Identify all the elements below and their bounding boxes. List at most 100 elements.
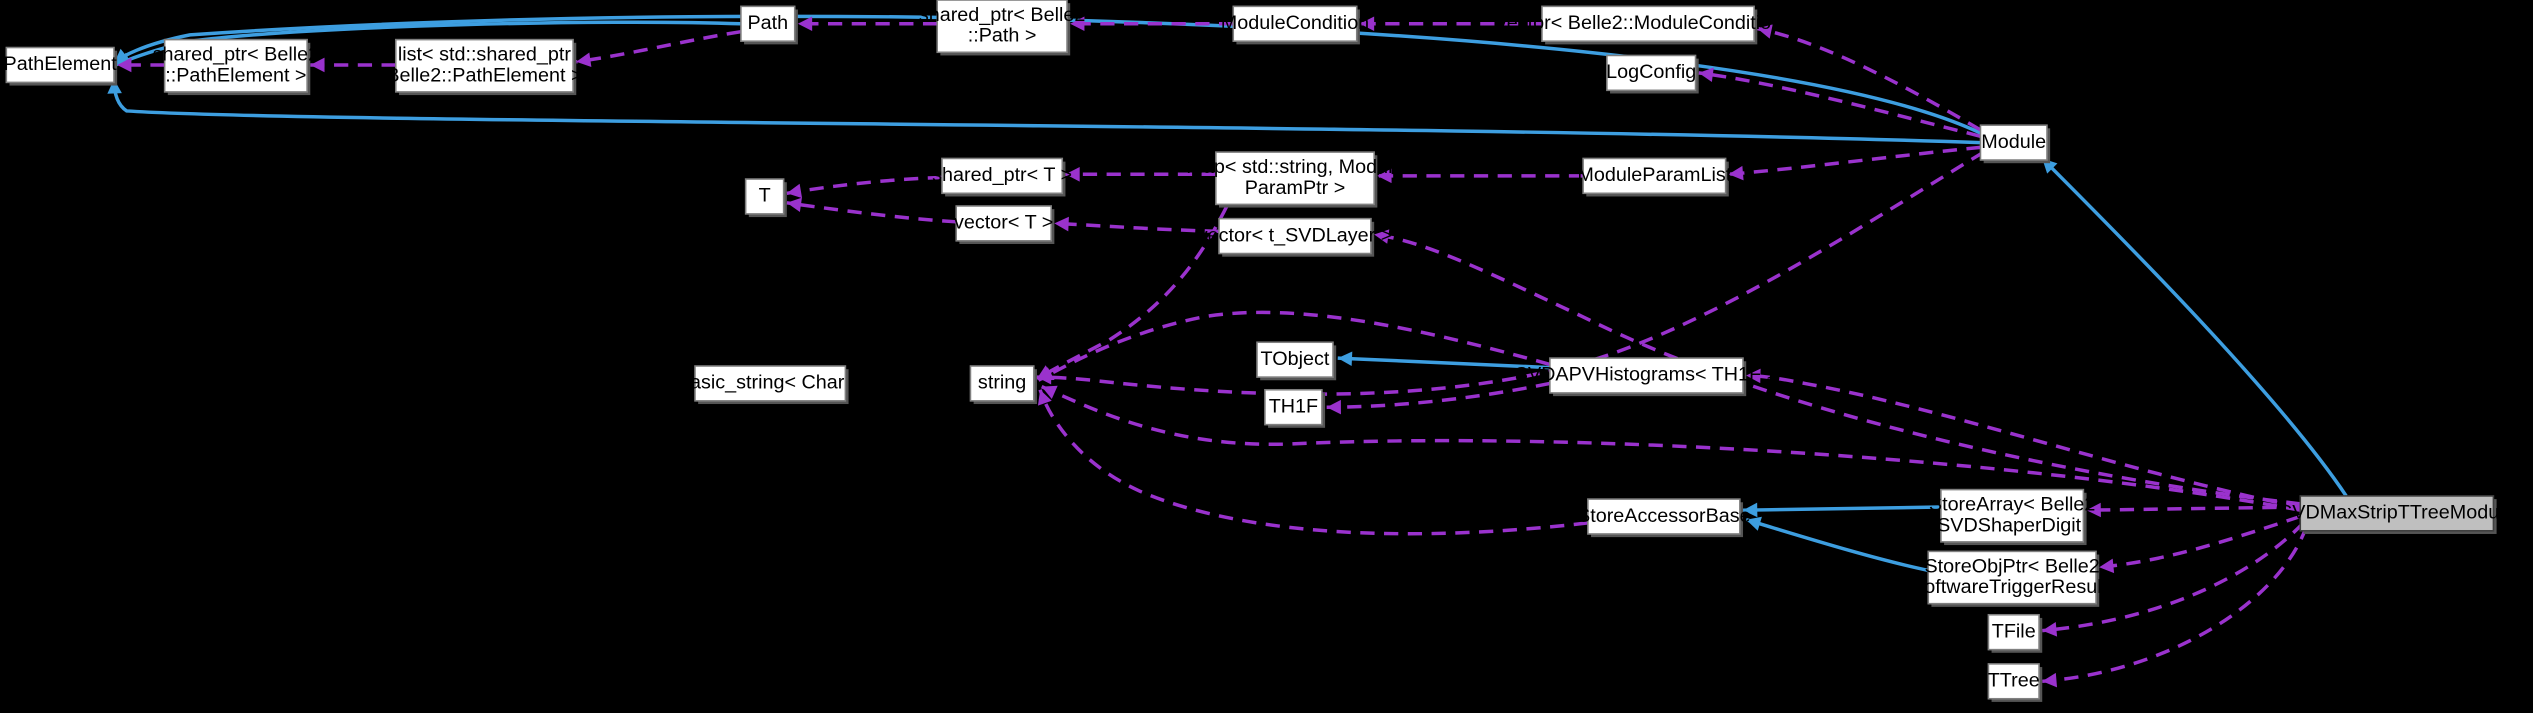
node-rect[interactable] — [1587, 498, 1741, 535]
node-SVDAPVHistograms[interactable]: SVDAPVHistograms< TH1F > — [1515, 357, 1778, 397]
node-label: TObject — [1261, 348, 1330, 370]
edge-vectorSVDLayer-to-vectorT — [1054, 216, 1220, 234]
node-rect[interactable] — [1264, 388, 1323, 426]
edge-Module-to-string — [1036, 150, 1985, 396]
edge-Path-to-listSharedPtr — [576, 29, 742, 67]
node-sharedPtrT[interactable]: shared_ptr< T > — [932, 157, 1072, 197]
node-listSharedPtr[interactable]: list< std::shared_ptr< Belle2::PathEleme… — [369, 38, 600, 96]
node-rect[interactable] — [1927, 550, 2097, 605]
edge-line — [1745, 518, 1929, 573]
edge-SVDAPVHistograms-to-TObject — [1337, 351, 1550, 370]
edge-arrowhead — [1746, 368, 1761, 384]
node-T[interactable]: T — [744, 178, 787, 218]
edge-arrowhead — [1065, 167, 1080, 182]
node-label: StoreArray< Belle2 — [1929, 494, 2096, 516]
node-rect[interactable] — [2299, 495, 2495, 532]
node-rect[interactable] — [1232, 5, 1358, 42]
edge-line — [576, 29, 742, 64]
node-PathElement[interactable]: PathElement — [4, 46, 118, 86]
edge-line — [1037, 310, 1551, 382]
node-label: vector< t_SVDLayer > — [1198, 224, 1393, 246]
node-label: ModuleParamList — [1577, 164, 1731, 186]
node-TObject[interactable]: TObject — [1256, 341, 1337, 381]
node-rect[interactable] — [1987, 663, 2040, 700]
node-rect[interactable] — [1541, 5, 1755, 42]
node-ModuleCondition[interactable]: ModuleCondition — [1221, 5, 1369, 45]
node-rect[interactable] — [740, 5, 796, 42]
node-label: ::SoftwareTriggerResult > — [1900, 576, 2124, 598]
node-rect[interactable] — [694, 365, 847, 402]
node-rect[interactable] — [1218, 217, 1372, 255]
node-TFile[interactable]: TFile — [1987, 613, 2043, 653]
node-rect[interactable] — [955, 205, 1052, 242]
node-ModuleParamList[interactable]: ModuleParamList — [1577, 157, 1732, 197]
node-label: map< std::string, Module — [1186, 156, 1403, 178]
node-vectorSVDLayer[interactable]: vector< t_SVDLayer > — [1198, 217, 1393, 257]
node-label: ::PathElement > — [165, 64, 306, 86]
edge-SVDMaxStrip-to-TFile — [2042, 521, 2305, 637]
node-rect[interactable] — [1606, 54, 1697, 92]
edge-arrowhead — [1359, 16, 1375, 32]
edge-Module-to-PathElement — [107, 79, 1981, 145]
edge-line — [1054, 221, 1220, 234]
node-StoreAccessorBase[interactable]: StoreAccessorBase — [1577, 498, 1751, 538]
node-rect[interactable] — [394, 38, 574, 93]
edge-arrowhead — [117, 57, 132, 73]
node-rect[interactable] — [941, 157, 1064, 195]
node-label: string — [978, 372, 1026, 394]
node-StoreObjPtrSWTrig[interactable]: StoreObjPtr< Belle2::SoftwareTriggerResu… — [1900, 550, 2124, 607]
node-label: list< std::shared_ptr — [398, 44, 572, 66]
edge-line — [2040, 157, 2348, 497]
edge-line — [1746, 373, 2301, 509]
node-Module[interactable]: Module — [1979, 124, 2051, 164]
edge-sharedPtrPath-to-Path — [797, 16, 938, 32]
edge-ModuleParamList-to-mapStringModule — [1377, 168, 1584, 184]
edge-arrowhead — [1757, 24, 1773, 39]
node-rect[interactable] — [1987, 613, 2040, 651]
edge-arrowhead — [1326, 399, 1341, 415]
node-sharedPtrPathElem[interactable]: shared_ptr< Belle2::PathElement > — [153, 38, 320, 96]
node-rect[interactable] — [163, 38, 308, 93]
edge-StoreArrayShaper-to-StoreAccessorBase — [1742, 502, 1941, 518]
node-Path[interactable]: Path — [740, 5, 798, 45]
node-rect[interactable] — [5, 46, 115, 84]
edge-line — [2099, 514, 2301, 569]
node-rect[interactable] — [1215, 151, 1375, 206]
node-rect[interactable] — [1979, 124, 2048, 161]
node-TH1F[interactable]: TH1F — [1264, 388, 1326, 428]
edge-SVDMaxStrip-to-StoreObjPtrSWTrig — [2099, 514, 2301, 574]
edges-layer — [107, 14, 2348, 688]
edge-vectorT-to-T — [786, 197, 957, 224]
node-TTree[interactable]: TTree — [1987, 663, 2043, 702]
node-vectorT[interactable]: vector< T > — [954, 205, 1055, 245]
edge-line — [1036, 205, 1229, 381]
edge-line — [112, 79, 1981, 145]
node-rect[interactable] — [1582, 157, 1727, 195]
node-sharedPtrPath[interactable]: shared_ptr< Belle2::Path > — [919, 0, 1086, 56]
edge-arrowhead — [797, 16, 813, 32]
node-label: ModuleCondition — [1221, 12, 1369, 34]
edge-line — [786, 201, 957, 224]
node-rect[interactable] — [1256, 341, 1334, 378]
node-rect[interactable] — [969, 365, 1035, 402]
node-rect[interactable] — [1940, 488, 2085, 543]
node-StoreArrayShaper[interactable]: StoreArray< Belle2::SVDShaperDigit > — [1926, 488, 2098, 546]
edge-arrowhead — [1070, 16, 1085, 32]
node-rect[interactable] — [744, 178, 785, 215]
node-string[interactable]: string — [969, 365, 1037, 405]
edge-arrowhead — [1746, 516, 1762, 531]
node-LogConfig[interactable]: LogConfig — [1606, 54, 1699, 94]
edge-arrowhead — [786, 183, 803, 199]
node-SVDMaxStrip[interactable]: SVDMaxStripTTreeModule — [2279, 495, 2515, 534]
node-label: Path — [747, 12, 788, 34]
node-rect[interactable] — [936, 0, 1068, 54]
edge-arrowhead — [1037, 389, 1052, 406]
edge-SVDAPVHistograms-to-TH1F — [1326, 381, 1551, 415]
edge-arrowhead — [1041, 385, 1058, 400]
node-vectorModuleCond[interactable]: vector< Belle2::ModuleCondition > — [1497, 5, 1799, 45]
edge-arrowhead — [2042, 672, 2058, 688]
node-basicString[interactable]: basic_string< Char > — [679, 365, 861, 405]
node-rect[interactable] — [1549, 357, 1744, 394]
